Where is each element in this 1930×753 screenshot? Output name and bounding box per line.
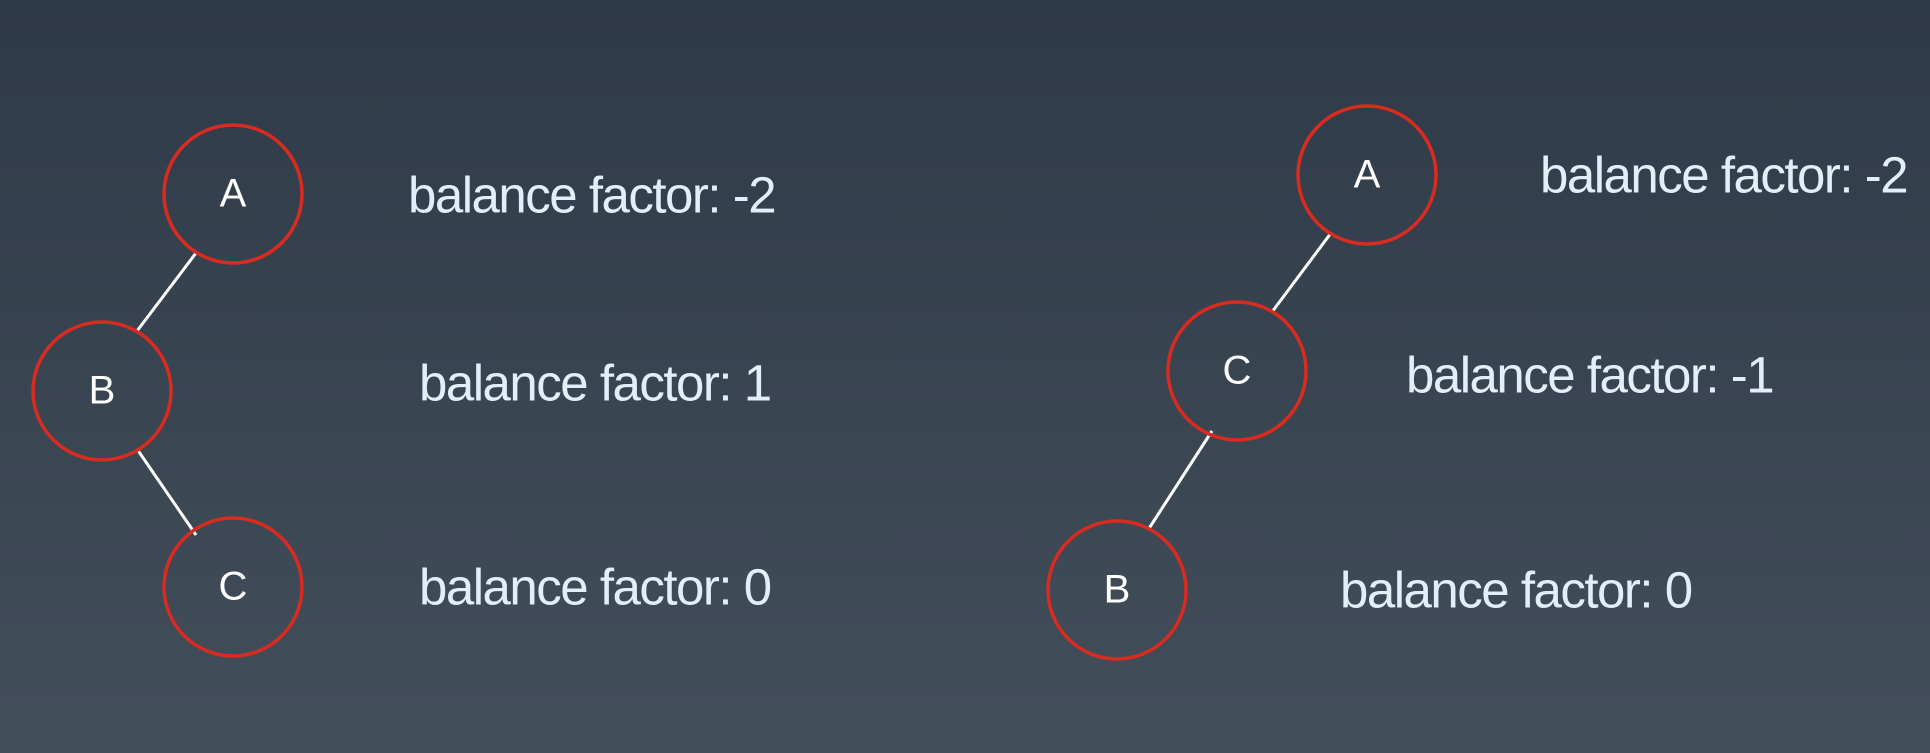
left-edge-b-c (135, 448, 198, 536)
left-node-c: C (162, 516, 304, 658)
left-bf-label-c: balance factor: 0 (419, 558, 772, 616)
right-edge-c-b (1146, 430, 1214, 531)
right-node-c: C (1166, 300, 1308, 442)
left-node-b-label: B (89, 369, 116, 413)
left-node-a: A (162, 123, 304, 265)
left-node-a-label: A (220, 172, 247, 216)
left-bf-label-b: balance factor: 1 (419, 354, 772, 412)
right-bf-label-a: balance factor: -2 (1540, 146, 1909, 204)
left-node-c-label: C (219, 565, 248, 609)
right-edge-a-c (1270, 232, 1333, 313)
right-node-c-label: C (1223, 349, 1252, 393)
right-node-b: B (1046, 519, 1188, 661)
left-edge-a-b (135, 252, 198, 332)
left-node-b: B (31, 320, 173, 462)
left-bf-label-a: balance factor: -2 (408, 166, 777, 224)
right-node-b-label: B (1104, 568, 1131, 612)
right-bf-label-b: balance factor: 0 (1340, 561, 1693, 619)
right-node-a-label: A (1354, 153, 1381, 197)
right-bf-label-c: balance factor: -1 (1406, 346, 1775, 404)
right-node-a: A (1296, 104, 1438, 246)
